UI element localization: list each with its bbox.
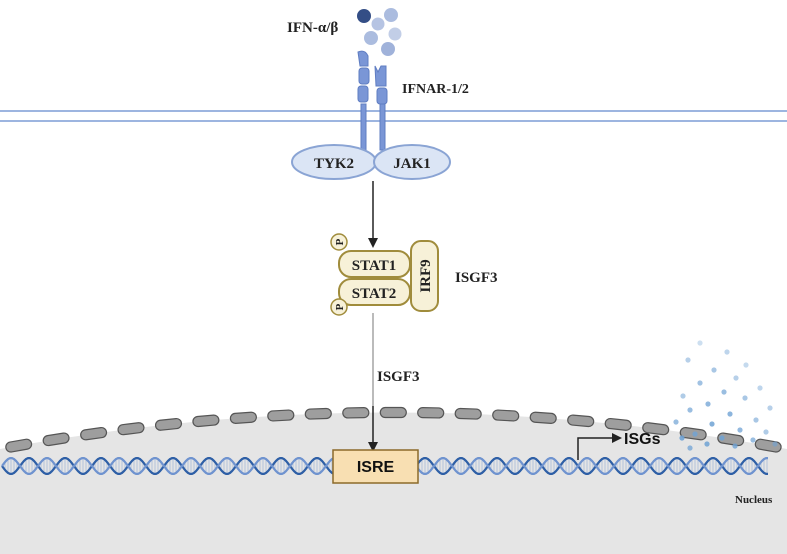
envelope-segment xyxy=(80,426,108,441)
envelope-segment xyxy=(267,409,295,422)
isg-product-dot xyxy=(687,445,693,451)
complex-label: ISGF3 xyxy=(455,270,498,286)
isg-product-dot xyxy=(711,367,717,373)
stat2-box xyxy=(338,278,411,306)
envelope-segment xyxy=(642,422,670,436)
envelope-segment xyxy=(717,432,745,447)
isg-product-dot xyxy=(680,393,686,399)
envelope-segment xyxy=(379,406,407,419)
isg-product-dot xyxy=(750,437,756,443)
isg-product-dot xyxy=(687,407,693,413)
envelope-segment xyxy=(529,411,557,424)
phospho-stat2-circle xyxy=(330,298,348,316)
envelope-segment xyxy=(492,409,520,422)
stat2-label: STAT2 xyxy=(352,286,396,302)
stat1-label: STAT1 xyxy=(352,258,396,274)
isgs-label: ISGs xyxy=(624,431,661,448)
ifn-ligands xyxy=(357,8,402,56)
isg-product-dot xyxy=(704,441,710,447)
isre-box xyxy=(332,449,419,484)
isg-product-dot xyxy=(763,429,769,435)
dna-double-helix xyxy=(1,457,768,475)
isg-products xyxy=(673,340,778,451)
phospho-stat1-label: P xyxy=(334,238,346,245)
isg-product-dot xyxy=(705,401,711,407)
ligand-label: IFN-α/β xyxy=(287,20,338,36)
isg-product-dot xyxy=(767,405,773,411)
jak1-ellipse xyxy=(373,144,451,180)
isg-product-dot xyxy=(697,380,703,386)
envelope-segment xyxy=(342,407,370,419)
isg-product-dot xyxy=(692,431,698,437)
envelope-segment xyxy=(117,422,145,436)
envelope-segment xyxy=(604,417,632,431)
isg-product-dot xyxy=(772,441,778,447)
translocation-label: ISGF3 xyxy=(377,369,420,385)
isg-product-dot xyxy=(753,417,759,423)
envelope-segment xyxy=(417,407,445,419)
envelope-segment xyxy=(192,414,220,428)
transcription-arrow xyxy=(577,433,622,460)
nucleus-label: Nucleus xyxy=(735,494,773,506)
isg-product-dot xyxy=(727,411,733,417)
isg-product-dot xyxy=(732,443,738,449)
isg-product-dot xyxy=(737,427,743,433)
isre-label: ISRE xyxy=(357,459,395,476)
irf9-box xyxy=(410,240,439,312)
envelope-segment xyxy=(229,411,257,424)
envelope-segment xyxy=(567,414,595,428)
isg-product-dot xyxy=(709,421,715,427)
isg-product-dot xyxy=(733,375,739,381)
envelope-segment xyxy=(5,438,33,453)
isg-product-dot xyxy=(673,419,679,425)
isg-product-dot xyxy=(685,357,691,363)
jak1-label: JAK1 xyxy=(393,156,431,172)
receptor-label: IFNAR-1/2 xyxy=(402,82,469,97)
isg-product-dot xyxy=(721,389,727,395)
isg-product-dot xyxy=(679,435,685,441)
irf9-label: IRF9 xyxy=(418,259,434,292)
isg-product-dot xyxy=(757,385,763,391)
isg-product-dot xyxy=(697,340,703,346)
envelope-segment xyxy=(304,407,332,420)
envelope-segment xyxy=(154,417,183,431)
phospho-stat1-circle xyxy=(330,233,348,251)
isgf3-complex: IRF9 STAT1 STAT2 P P xyxy=(330,233,439,316)
nuclear-envelope xyxy=(5,406,782,453)
isg-product-dot xyxy=(724,349,730,355)
stat1-box xyxy=(338,250,411,278)
isg-product-dot xyxy=(742,395,748,401)
envelope-segment xyxy=(454,407,482,420)
phospho-stat2-label: P xyxy=(334,303,346,310)
tyk2-label: TYK2 xyxy=(314,156,354,172)
envelope-segment xyxy=(42,432,70,447)
ifnar-receptor xyxy=(357,50,388,151)
isg-product-dot xyxy=(719,435,725,441)
isg-product-dot xyxy=(743,362,749,368)
